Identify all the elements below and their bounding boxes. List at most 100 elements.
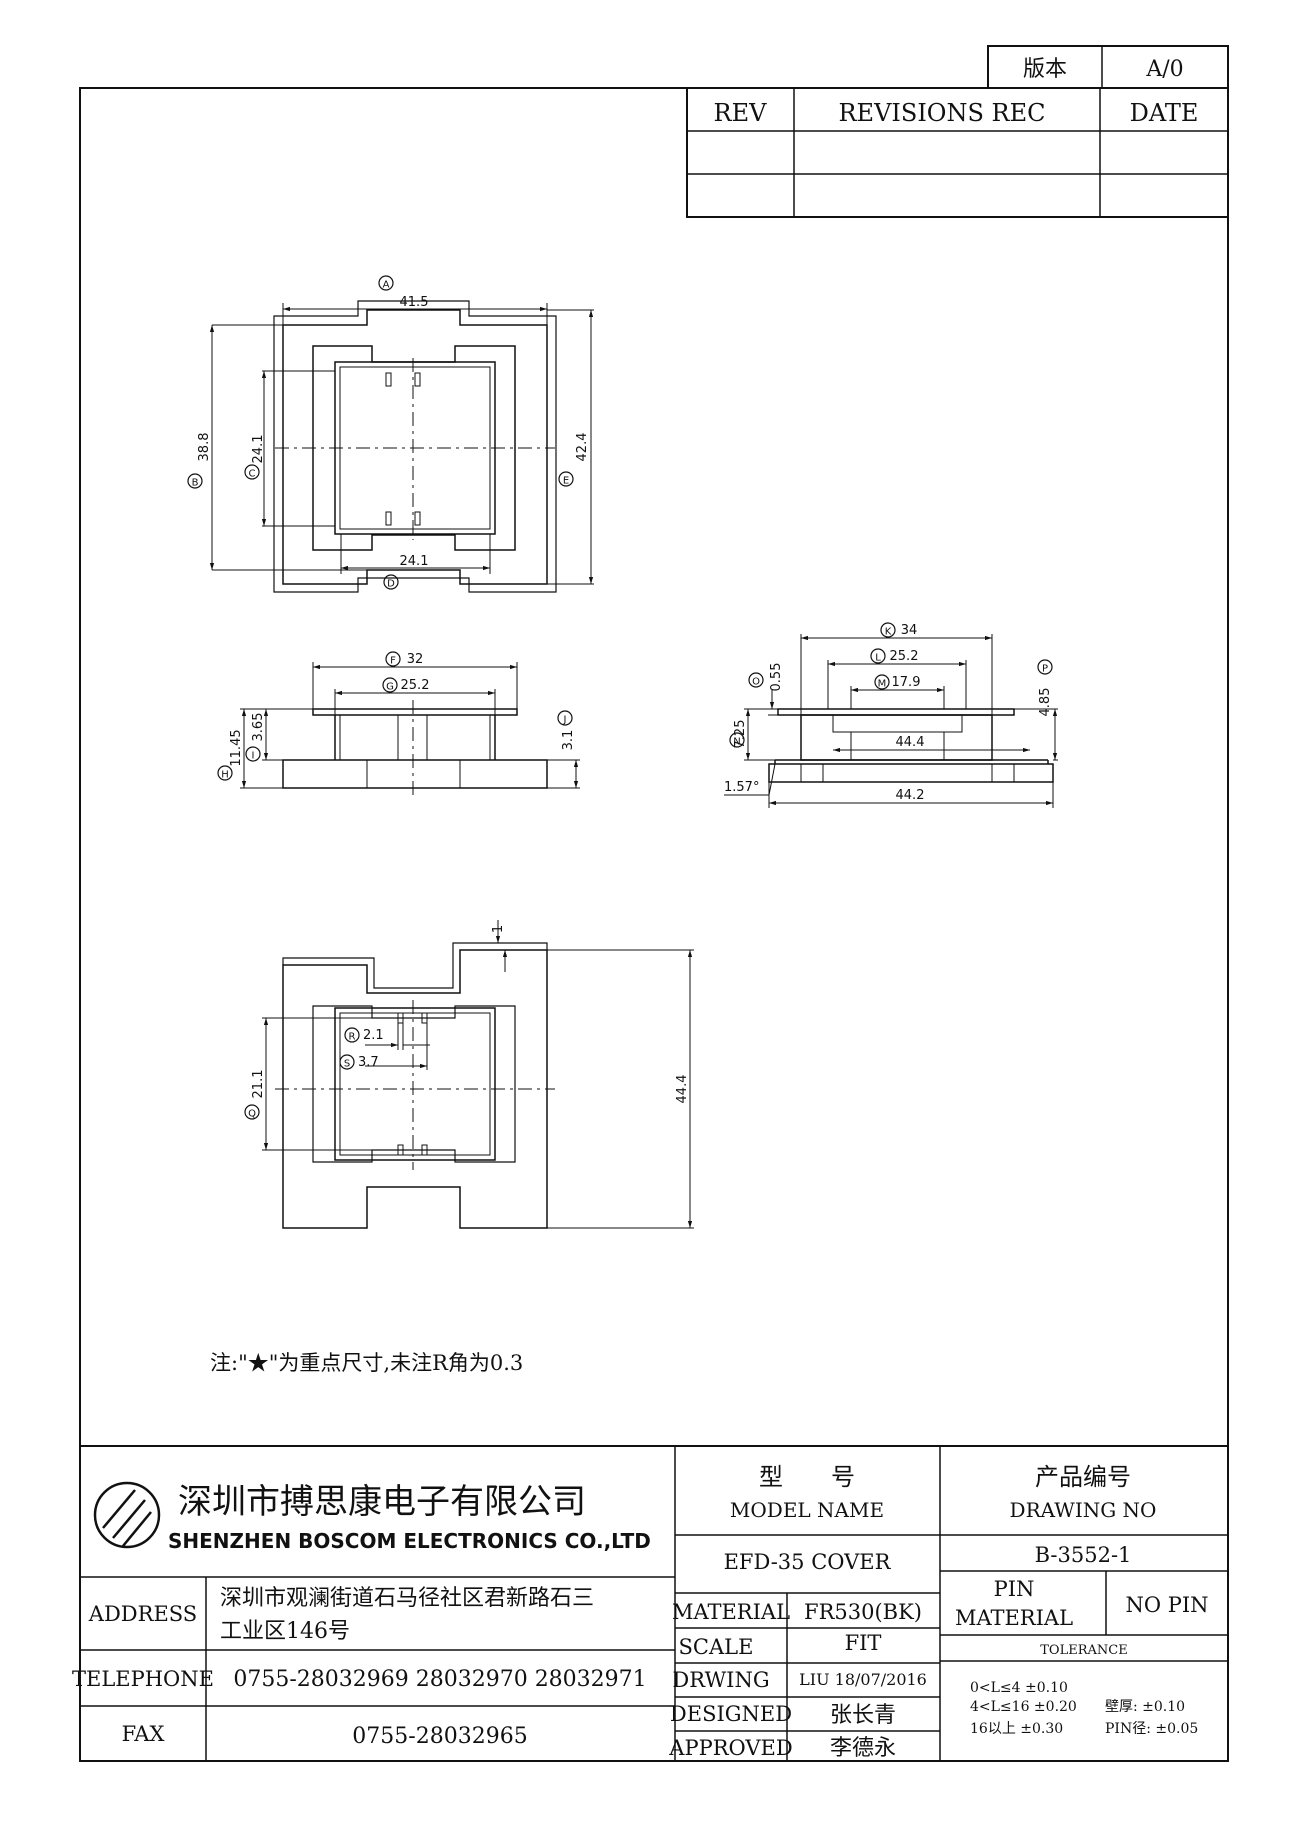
dim-height: 44.4 xyxy=(675,1075,690,1104)
address-line2: 工业区146号 xyxy=(220,1619,350,1644)
drwing-label: DRWING xyxy=(672,1668,769,1692)
model-value: EFD-35 COVER xyxy=(724,1550,892,1574)
approved-label: APPROVED xyxy=(668,1736,792,1760)
callout-b xyxy=(187,473,203,489)
callout-p xyxy=(1037,659,1053,675)
company-name-en: SHENZHEN BOSCOM ELECTRONICS CO.,LTD xyxy=(168,1529,651,1553)
top-view-outline xyxy=(282,309,548,585)
dim-c-value: 24.1 xyxy=(251,435,266,464)
callout-j-mark: J xyxy=(563,715,567,726)
date-header: DATE xyxy=(1130,99,1199,127)
top-view-labels: A 41.5 B 38.8 C 24.1 D 24.1 E 42.4 xyxy=(187,275,590,590)
side-view-top-flange xyxy=(777,708,1015,716)
callout-p-mark: P xyxy=(1042,664,1048,675)
pin-label-line2: MATERIAL xyxy=(955,1606,1073,1630)
callout-l xyxy=(870,648,886,664)
front-view-base xyxy=(282,759,548,789)
dim-b-value: 38.8 xyxy=(197,433,212,462)
callout-a xyxy=(378,275,394,291)
callout-d-mark: D xyxy=(387,579,395,590)
callout-l-mark: L xyxy=(875,653,881,664)
designed-label: DESIGNED xyxy=(670,1702,792,1726)
dim-j-value: 3.1 xyxy=(561,730,576,751)
callout-j xyxy=(557,710,573,726)
drawing-label-cn: 产品编号 xyxy=(1035,1463,1131,1491)
callout-e xyxy=(558,471,574,487)
revisions-rec-header: REVISIONS REC xyxy=(838,99,1045,127)
bottom-view-outline-offset xyxy=(282,942,548,989)
dim-thickness: 1 xyxy=(491,925,506,933)
dim-angle: 1.57° xyxy=(724,780,759,795)
dim-d-value: 24.1 xyxy=(400,554,429,569)
drwing-value: LIU 18/07/2016 xyxy=(799,1670,927,1689)
version-value: A/0 xyxy=(1145,57,1183,82)
callout-n-mark: N xyxy=(733,737,740,748)
bottom-view-window xyxy=(334,1007,496,1161)
fax-value: 0755-28032965 xyxy=(352,1724,527,1749)
front-view xyxy=(240,662,580,795)
rev-header: REV xyxy=(714,99,768,127)
dim-e-value: 42.4 xyxy=(575,433,590,462)
dim-inner-width: 44.4 xyxy=(896,735,925,750)
approved-value: 李德永 xyxy=(830,1736,896,1761)
dim-g-value: 25.2 xyxy=(401,678,430,693)
tolerance-line2b: 壁厚: ±0.10 xyxy=(1105,1699,1185,1715)
callout-b-mark: B xyxy=(192,478,199,489)
front-view-top-flange xyxy=(312,708,518,716)
side-view-labels: K 34 L 25.2 M 17.9 N 7.25 O 0.55 P 4.85 … xyxy=(724,622,1053,803)
model-label-cn: 型 号 xyxy=(759,1463,855,1491)
callout-g-mark: G xyxy=(386,682,394,693)
tolerance-line2a: 4<L≤16 ±0.20 xyxy=(970,1699,1077,1715)
callout-o xyxy=(748,672,764,688)
bottom-view-inner-flange xyxy=(312,1005,516,1163)
callout-c-mark: C xyxy=(249,469,256,480)
dim-p-value: 4.85 xyxy=(1038,688,1053,717)
company-logo xyxy=(93,1481,161,1549)
dim-r-value: 2.1 xyxy=(363,1028,384,1043)
drawing-note: 注:"★"为重点尺寸,未注R角为0.3 xyxy=(210,1351,523,1375)
callout-n xyxy=(729,732,745,748)
callout-m-mark: M xyxy=(878,679,887,690)
tolerance-line3b: PIN径: ±0.05 xyxy=(1105,1721,1198,1737)
callout-f xyxy=(385,651,401,667)
tolerance-line1: 0<L≤4 ±0.10 xyxy=(970,1680,1068,1696)
callout-h-mark: H xyxy=(221,770,229,781)
dim-a-value: 41.5 xyxy=(400,295,429,310)
company-name-cn: 深圳市搏思康电子有限公司 xyxy=(178,1482,586,1522)
dim-l-value: 25.2 xyxy=(890,649,919,664)
callout-r xyxy=(344,1027,360,1043)
callout-k xyxy=(880,622,896,638)
dim-k-value: 34 xyxy=(901,623,918,638)
tolerance-line3a: 16以上 ±0.30 xyxy=(970,1721,1063,1737)
callout-s xyxy=(339,1054,355,1070)
address-line1: 深圳市观澜街道石马径社区君新路石三 xyxy=(220,1586,594,1611)
dim-i-value: 3.65 xyxy=(251,713,266,742)
material-value: FR530(BK) xyxy=(804,1600,922,1624)
designed-value: 张长青 xyxy=(830,1703,896,1728)
callout-q-mark: Q xyxy=(248,1109,256,1120)
pin-value: NO PIN xyxy=(1125,1593,1208,1617)
telephone-value: 0755-28032969 28032970 28032971 xyxy=(233,1667,646,1692)
top-view-outline-offset xyxy=(273,300,557,593)
callout-q xyxy=(244,1104,260,1120)
dim-h-value: 11.45 xyxy=(229,729,244,766)
scale-value: FIT xyxy=(845,1631,882,1655)
drawing-number: B-3552-1 xyxy=(1035,1543,1132,1567)
callout-r-mark: R xyxy=(349,1032,356,1043)
callout-k-mark: K xyxy=(885,627,892,638)
callout-o-mark: O xyxy=(752,677,760,688)
callout-g xyxy=(382,677,398,693)
dim-m-value: 17.9 xyxy=(892,675,921,690)
scale-label: SCALE xyxy=(679,1635,754,1659)
drawing-label-en: DRAWING NO xyxy=(1010,1498,1157,1522)
dim-s-value: 3.7 xyxy=(358,1055,379,1070)
callout-s-mark: S xyxy=(344,1059,350,1070)
fax-label: FAX xyxy=(122,1722,165,1746)
callout-c xyxy=(244,464,260,480)
revisions-table: REV REVISIONS REC DATE xyxy=(686,87,1229,218)
model-label-en: MODEL NAME xyxy=(730,1498,884,1522)
dim-q-value: 21.1 xyxy=(251,1070,266,1099)
callout-h xyxy=(217,765,233,781)
dim-bottom-width: 44.2 xyxy=(896,788,925,803)
side-view xyxy=(724,634,1058,808)
